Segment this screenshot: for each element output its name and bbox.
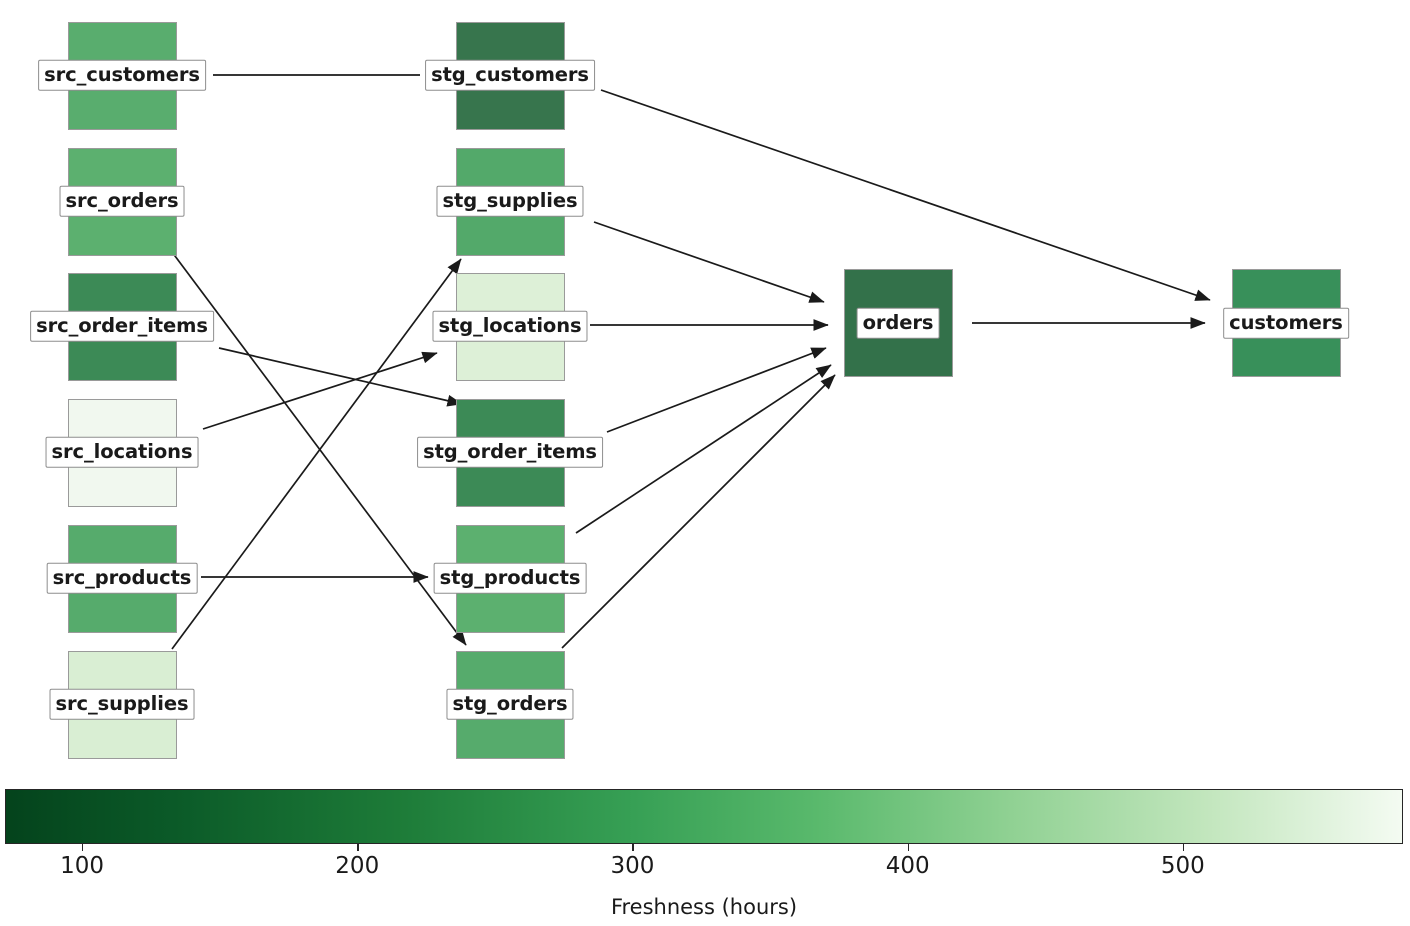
edge-src_supplies-to-stg_locations: [171, 258, 462, 650]
node-label-stg_orders[interactable]: stg_orders: [446, 688, 574, 720]
node-label-stg_products[interactable]: stg_products: [433, 562, 587, 594]
node-label-stg_locations[interactable]: stg_locations: [432, 310, 588, 342]
colorbar-tick-100: [82, 844, 84, 851]
colorbar-gradient: [5, 789, 1403, 844]
node-label-src_customers[interactable]: src_customers: [38, 59, 206, 91]
node-label-stg_customers[interactable]: stg_customers: [425, 59, 595, 91]
edge-stg_customers-to-customers: [600, 89, 1211, 301]
node-label-src_orders[interactable]: src_orders: [59, 185, 185, 217]
node-label-stg_order_items[interactable]: stg_order_items: [417, 436, 603, 468]
node-label-src_order_items[interactable]: src_order_items: [30, 310, 214, 342]
colorbar-tick-500: [1182, 844, 1185, 851]
node-label-src_products[interactable]: src_products: [46, 562, 198, 594]
colorbar-ticklabel-500: 500: [1160, 853, 1205, 879]
node-label-src_locations[interactable]: src_locations: [45, 436, 199, 468]
colorbar-ticklabel-300: 300: [610, 853, 655, 879]
colorbar-axis-label-text: Freshness (hours): [610, 895, 798, 919]
edge-stg_products-to-orders: [575, 364, 832, 534]
colorbar-ticklabel-100: 100: [60, 853, 104, 879]
colorbar-ticklabel-200: 200: [335, 853, 380, 879]
node-label-orders[interactable]: orders: [856, 307, 940, 339]
edge-stg_orders-to-orders: [561, 374, 836, 649]
colorbar-ticklabel-400: 400: [885, 853, 930, 879]
edge-src_order_items-to-stg_order_items: [218, 347, 463, 407]
colorbar-axis-label: Freshness (hours): [0, 895, 1410, 919]
colorbar-tick-400: [907, 844, 910, 851]
colorbar-tick-200: [357, 844, 359, 851]
node-label-stg_supplies[interactable]: stg_supplies: [436, 185, 584, 217]
edge-src_locations-to-stg_locations: [202, 351, 438, 430]
node-label-src_supplies[interactable]: src_supplies: [49, 688, 195, 720]
node-label-customers[interactable]: customers: [1223, 307, 1349, 339]
edge-stg_order_items-to-orders: [606, 347, 827, 433]
colorbar: 100 200 300 400 500: [5, 789, 1403, 879]
colorbar-tick-300: [632, 844, 634, 851]
edge-stg_supplies-to-orders: [593, 221, 825, 303]
